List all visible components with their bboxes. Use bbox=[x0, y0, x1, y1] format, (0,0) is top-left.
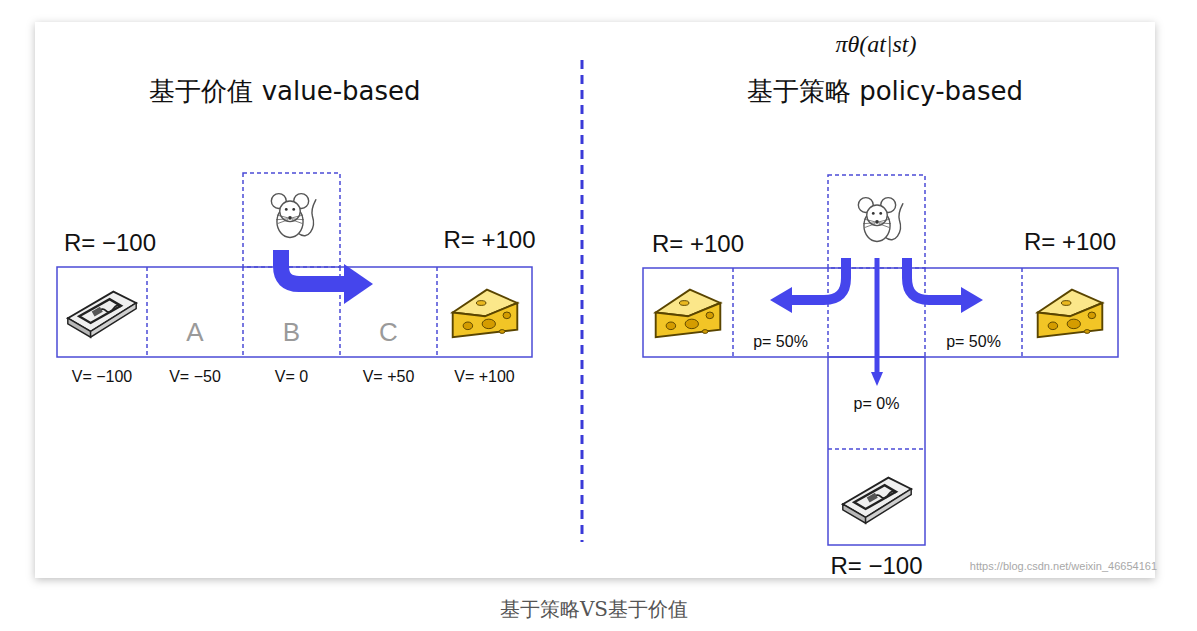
grid-cell: AV= −50 bbox=[147, 267, 243, 357]
probability-label: p= 50% bbox=[946, 332, 1001, 351]
arrow-shaft bbox=[281, 250, 346, 284]
mouse-box bbox=[828, 175, 925, 268]
grid-divider bbox=[436, 267, 438, 357]
grid-cell: p= 50% bbox=[925, 268, 1022, 357]
grid-divider bbox=[146, 267, 148, 357]
grid-divider bbox=[1021, 268, 1023, 357]
grid-cell: R= +100 bbox=[1022, 268, 1118, 357]
grid-cell: R= +100 bbox=[643, 268, 733, 357]
arrow-head bbox=[871, 372, 883, 386]
value-label: V= +100 bbox=[454, 367, 515, 386]
state-letter: B bbox=[283, 317, 300, 348]
section-heading: 基于价值 value-based bbox=[149, 76, 420, 107]
probability-label: p= 50% bbox=[753, 332, 808, 351]
arrow-head bbox=[770, 287, 792, 313]
trap-icon bbox=[68, 292, 136, 338]
cheese-icon bbox=[656, 290, 721, 338]
arrow-shaft bbox=[875, 258, 880, 374]
cheese-icon bbox=[453, 290, 518, 338]
grid-cell: R= −100V= −100 bbox=[57, 267, 147, 357]
arrow-shaft bbox=[790, 258, 846, 300]
grid-cell: BV= 0 bbox=[243, 267, 340, 357]
grid-divider bbox=[732, 268, 734, 357]
arrow-shaft bbox=[907, 258, 963, 300]
probability-label: p= 0% bbox=[854, 394, 900, 413]
grid-cell: p= 50% bbox=[733, 268, 828, 357]
arrow-head bbox=[961, 287, 983, 313]
arrow-head bbox=[344, 264, 373, 304]
watermark: https://blog.csdn.net/weixin_46654161 bbox=[970, 560, 1157, 573]
value-label: V= +50 bbox=[363, 367, 415, 386]
grid-cell: p= 0% bbox=[828, 357, 925, 449]
cheese-icon bbox=[1038, 290, 1103, 338]
policy-formula: πθ(at|st) bbox=[835, 30, 916, 59]
grid-outline bbox=[828, 357, 925, 545]
section-heading: 基于策略 policy-based bbox=[747, 76, 1023, 107]
reward-label: R= −100 bbox=[830, 552, 922, 581]
figure-caption: 基于策略VS基于价值 bbox=[500, 597, 688, 621]
mouse-icon bbox=[858, 198, 903, 242]
grid-divider bbox=[924, 268, 926, 357]
divider bbox=[581, 60, 584, 542]
policy-arrows bbox=[770, 258, 983, 386]
grid-outline bbox=[643, 268, 1118, 357]
grid-cell: CV= +50 bbox=[340, 267, 437, 357]
grid-cell: R= −100 bbox=[828, 449, 925, 545]
value-label: V= −50 bbox=[169, 367, 221, 386]
reward-label: R= +100 bbox=[1024, 228, 1116, 257]
grid-divider bbox=[827, 268, 829, 357]
mouse-icon bbox=[271, 194, 316, 238]
grid-divider bbox=[828, 448, 925, 450]
state-letter: A bbox=[186, 317, 203, 348]
state-letter: C bbox=[379, 317, 398, 348]
reward-label: R= −100 bbox=[64, 229, 156, 258]
card bbox=[35, 22, 1155, 578]
trap-icon bbox=[843, 478, 911, 524]
value-label: V= −100 bbox=[72, 367, 133, 386]
reward-label: R= +100 bbox=[652, 230, 744, 259]
grid-cell: R= +100V= +100 bbox=[437, 267, 532, 357]
reward-label: R= +100 bbox=[443, 226, 535, 255]
mouse-box bbox=[243, 173, 340, 267]
move-arrow bbox=[281, 250, 373, 304]
value-label: V= 0 bbox=[275, 367, 308, 386]
grid-divider bbox=[242, 267, 244, 357]
